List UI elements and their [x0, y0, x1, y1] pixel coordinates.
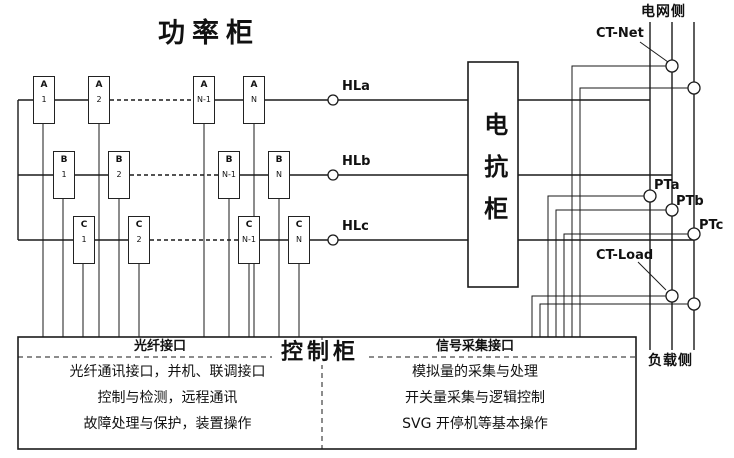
reactor-cabinet-box [467, 61, 519, 288]
hla-lamp-circle [327, 94, 339, 106]
unit-letter: C [135, 220, 143, 230]
unit-box-bn-1: B N-1 [218, 151, 240, 199]
hlb-lamp-circle [327, 169, 339, 181]
fiber-function-line-3: 故障处理与保护，装置操作 [83, 416, 252, 432]
signal-interface-header: 信号采集接口 [435, 339, 514, 354]
unit-letter: B [115, 155, 123, 165]
unit-letter: A [95, 80, 103, 90]
ct-net-wire-1 [571, 65, 672, 337]
unit-box-cn: C N [288, 216, 310, 264]
unit-box-cn-1: C N-1 [238, 216, 260, 264]
unit-letter: A [40, 80, 48, 90]
signal-function-line-1: 模拟量的采集与处理 [412, 364, 538, 380]
ct-net-circle-1 [665, 59, 679, 73]
unit-letter: B [225, 155, 233, 165]
ct-load-circle-2 [687, 297, 701, 311]
unit-sub: N-1 [197, 95, 211, 104]
ct-net-circle-2 [687, 81, 701, 95]
pt-b-circle [665, 203, 679, 217]
hlc-label: HLc [342, 219, 369, 234]
unit-letter: A [200, 80, 208, 90]
unit-sub: N-1 [222, 170, 236, 179]
unit-box-an: A N [243, 76, 265, 124]
hla-label: HLa [342, 79, 370, 94]
page-title: 功率柜 [158, 18, 260, 49]
pt-b-wire [555, 209, 672, 337]
unit-sub: 1 [81, 235, 87, 244]
fiber-interface-header: 光纤接口 [133, 339, 186, 354]
unit-letter: B [60, 155, 68, 165]
pt-c-circle [687, 227, 701, 241]
unit-box-b1: B 1 [53, 151, 75, 199]
signal-wires [531, 41, 694, 337]
pt-a-label: PTa [654, 178, 680, 193]
pt-b-label: PTb [676, 194, 704, 209]
unit-box-c2: C 2 [128, 216, 150, 264]
fiber-function-line-1: 光纤通讯接口，并机、联调接口 [69, 364, 266, 380]
unit-sub: 1 [41, 95, 47, 104]
signal-function-line-2: 开关量采集与逻辑控制 [405, 390, 545, 406]
unit-box-an-1: A N-1 [193, 76, 215, 124]
pt-c-wire [563, 233, 694, 337]
hlc-lamp-circle [327, 234, 339, 246]
unit-box-c1: C 1 [73, 216, 95, 264]
unit-box-a2: A 2 [88, 76, 110, 124]
unit-sub: N [296, 235, 302, 244]
ct-net-label: CT-Net [596, 26, 644, 41]
unit-sub: 2 [96, 95, 102, 104]
unit-letter: C [245, 220, 253, 230]
unit-sub: N [251, 95, 257, 104]
fiber-function-line-2: 控制与检测，远程通讯 [97, 390, 238, 406]
reactor-cabinet-title: 电抗柜 [479, 111, 508, 238]
unit-sub: 2 [116, 170, 122, 179]
ct-net-wire-2 [579, 87, 694, 337]
ct-load-wire-2 [539, 303, 694, 337]
control-cabinet-title: 控制柜 [272, 340, 368, 366]
ct-load-circle-1 [665, 289, 679, 303]
control-cabinet-box [17, 336, 637, 450]
pt-c-label: PTc [699, 218, 724, 233]
grid-side-label: 电网侧 [641, 4, 686, 20]
unit-sub: N-1 [242, 235, 256, 244]
fiber-drop-lines [42, 124, 300, 337]
unit-box-a1: A 1 [33, 76, 55, 124]
unit-box-bn: B N [268, 151, 290, 199]
ct-load-label: CT-Load [596, 248, 654, 263]
unit-letter: C [80, 220, 88, 230]
unit-sub: 2 [136, 235, 142, 244]
hlb-label: HLb [342, 154, 371, 169]
instrument-circles [327, 59, 701, 311]
ct-load-leader [637, 261, 667, 291]
unit-letter: A [250, 80, 258, 90]
pt-a-circle [643, 189, 657, 203]
ct-net-leader [639, 41, 669, 63]
load-side-label: 负载侧 [648, 353, 693, 369]
unit-sub: 1 [61, 170, 67, 179]
unit-box-b2: B 2 [108, 151, 130, 199]
signal-function-line-3: SVG 开停机等基本操作 [402, 416, 548, 432]
unit-letter: C [295, 220, 303, 230]
pt-a-wire [547, 195, 650, 337]
unit-letter: B [275, 155, 283, 165]
ct-load-wire-1 [531, 295, 672, 337]
unit-sub: N [276, 170, 282, 179]
